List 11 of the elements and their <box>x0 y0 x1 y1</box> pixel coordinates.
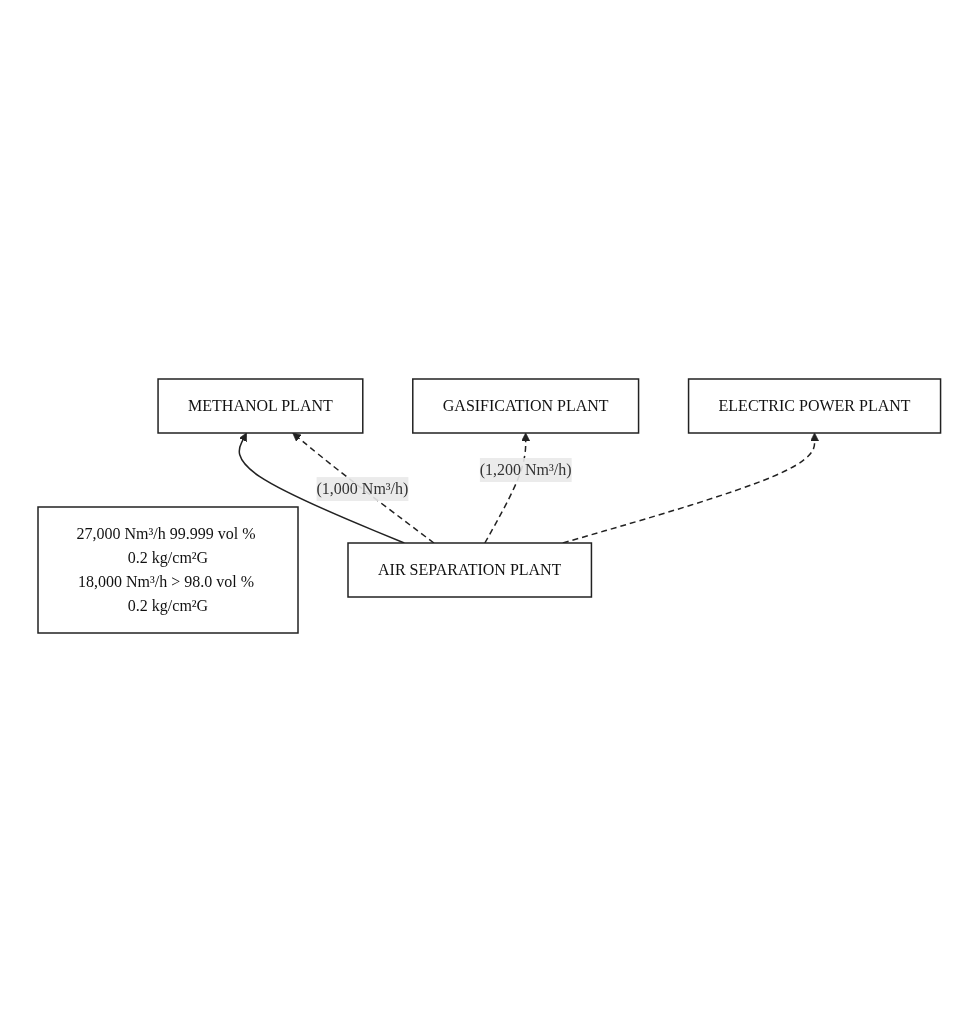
node-box: GASIFICATION PLANT <box>412 378 640 434</box>
edge-label: (1,200 Nm³/h) <box>479 461 572 478</box>
node-box: ELECTRIC POWER PLANT <box>688 378 942 434</box>
node-box: AIR SEPARATION PLANT <box>347 542 593 598</box>
arrow <box>238 432 406 544</box>
arrow <box>562 432 820 544</box>
arrow <box>292 432 435 544</box>
node-box: METHANOL PLANT <box>157 378 364 434</box>
edge-label: (1,000 Nm³/h) <box>316 480 409 498</box>
arrow <box>484 432 531 544</box>
node-box: 27,000 Nm³/h 99.999 vol % 0.2 kg/cm²G 18,000 Nm³/h > 98.0 vol % 0.2 kg/cm²G <box>37 506 299 634</box>
